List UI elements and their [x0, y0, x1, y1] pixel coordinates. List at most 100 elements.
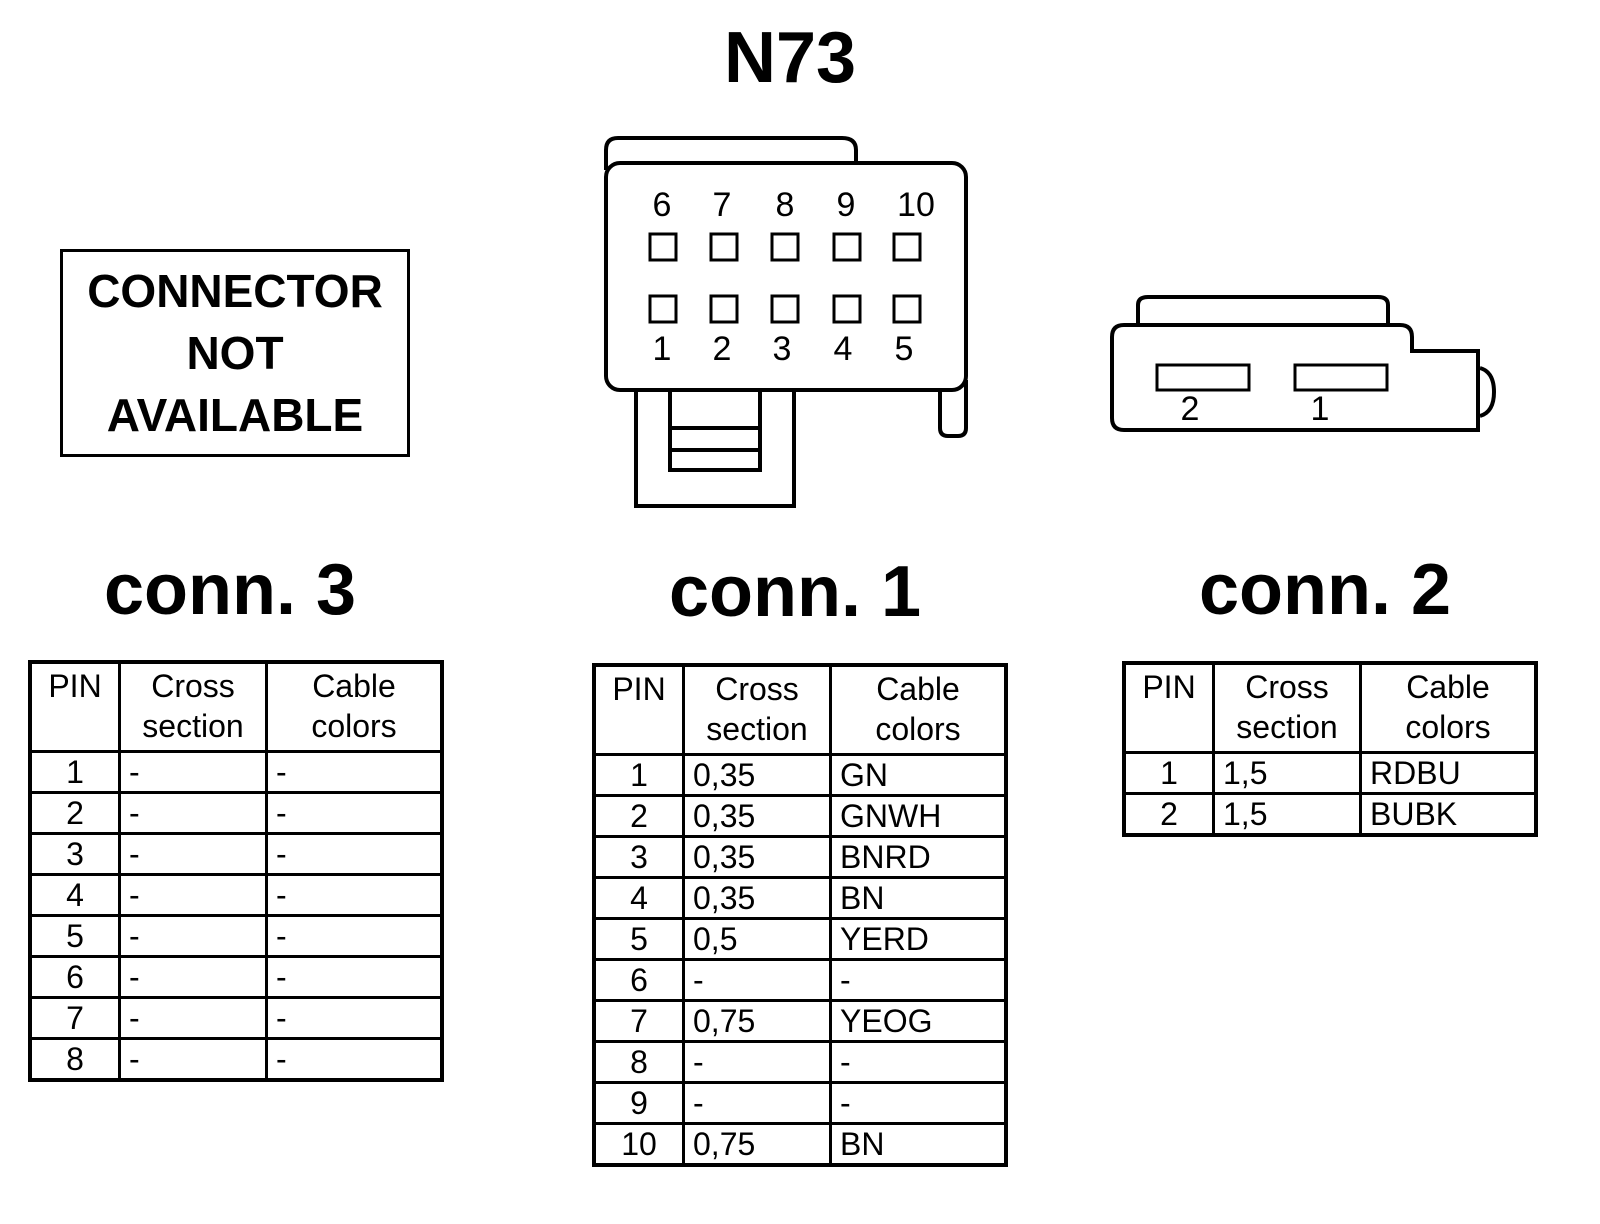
header-pin: PIN — [1122, 661, 1215, 754]
pin-cell: 2 — [1122, 792, 1215, 837]
pin-cell: 4 — [592, 876, 685, 920]
cross-section-cell: - — [118, 955, 268, 999]
cable-color-cell: - — [829, 1040, 1008, 1084]
cable-color-cell: - — [265, 1037, 444, 1082]
conn1-pin-top-2: 7 — [713, 186, 732, 224]
table-row: 7-- — [28, 996, 444, 1040]
cross-section-cell: - — [118, 1037, 268, 1082]
cable-color-cell: - — [829, 1081, 1008, 1125]
pin-cell: 2 — [28, 791, 121, 835]
conn2-pin-numbers: 2 1 — [1181, 390, 1330, 428]
cable-color-cell: - — [829, 958, 1008, 1002]
connector-not-available-box: CONNECTOR NOT AVAILABLE — [60, 249, 410, 457]
pin-cell: 6 — [592, 958, 685, 1002]
pin-cell: 1 — [28, 750, 121, 794]
conn1-pin-squares — [648, 232, 922, 324]
pin-cell: 6 — [28, 955, 121, 999]
cross-section-cell: - — [682, 958, 832, 1002]
table-row: 5-- — [28, 914, 444, 958]
cable-color-cell: - — [265, 914, 444, 958]
table-header-row: PIN Cross section Cable colors — [592, 663, 1008, 756]
cross-section-cell: 0,35 — [682, 753, 832, 797]
conn1-pin-top-3: 8 — [776, 186, 795, 224]
pin-cell: 1 — [1122, 751, 1215, 795]
cable-color-cell: GNWH — [829, 794, 1008, 838]
cross-section-cell: - — [118, 996, 268, 1040]
cable-color-cell: - — [265, 832, 444, 876]
conn2-pin-a: 2 — [1181, 390, 1200, 428]
conn1-pin-top-1: 6 — [653, 186, 672, 224]
header-cross-section-text: section — [706, 711, 808, 747]
header-pin: PIN — [592, 663, 685, 756]
cable-color-cell: GN — [829, 753, 1008, 797]
conn2-label: conn. 2 — [1198, 550, 1452, 630]
cross-section-cell: 0,75 — [682, 999, 832, 1043]
table-row: 8-- — [592, 1040, 1008, 1084]
header-pin: PIN — [28, 660, 121, 753]
header-cable-colors-text: Cable — [312, 668, 396, 704]
header-cable-colors-text: colors — [1405, 709, 1491, 745]
cable-color-cell: - — [265, 955, 444, 999]
header-cable-colors-text: colors — [875, 711, 961, 747]
header-cross-section-text: Cross — [151, 668, 235, 704]
cable-color-cell: BUBK — [1359, 792, 1538, 837]
header-cross-section-text: Cross — [715, 671, 799, 707]
header-cable-colors-text: Cable — [1406, 669, 1490, 705]
conn1-pin-bottom-2: 2 — [713, 330, 732, 368]
cross-section-cell: 1,5 — [1212, 751, 1362, 795]
cable-color-cell: BNRD — [829, 835, 1008, 879]
pin-cell: 1 — [592, 753, 685, 797]
table-row: 8-- — [28, 1037, 444, 1082]
cross-section-cell: 1,5 — [1212, 792, 1362, 837]
pin-cell: 5 — [28, 914, 121, 958]
header-pin-text: PIN — [612, 671, 666, 707]
page-title: N73 — [723, 18, 857, 98]
table-row: 3-- — [28, 832, 444, 876]
cable-color-cell: - — [265, 996, 444, 1040]
header-cable-colors: Cable colors — [1359, 661, 1538, 754]
cross-section-cell: - — [118, 750, 268, 794]
pin-cell: 7 — [592, 999, 685, 1043]
conn1-pin-top-5: 10 — [897, 186, 935, 224]
conn3-label: conn. 3 — [103, 550, 357, 630]
conn2-pin-b: 1 — [1311, 390, 1330, 428]
conn1-drawing — [604, 136, 968, 508]
na-line-2: NOT — [186, 327, 284, 379]
cable-color-cell: - — [265, 873, 444, 917]
conn1-pin-numbers: 6 7 8 9 10 1 2 3 4 5 — [653, 186, 935, 368]
conn1-pin-bottom-1: 1 — [653, 330, 672, 368]
cable-color-cell: - — [265, 750, 444, 794]
conn1-pin-bottom-3: 3 — [773, 330, 792, 368]
pin-cell: 7 — [28, 996, 121, 1040]
table-row: 9-- — [592, 1081, 1008, 1125]
cross-section-cell: - — [118, 873, 268, 917]
cross-section-cell: - — [118, 791, 268, 835]
pin-cell: 3 — [592, 835, 685, 879]
cross-section-cell: - — [118, 832, 268, 876]
cross-section-cell: - — [682, 1040, 832, 1084]
table-row: 6-- — [592, 958, 1008, 1002]
cable-color-cell: BN — [829, 876, 1008, 920]
cable-color-cell: - — [265, 791, 444, 835]
cable-color-cell: BN — [829, 1122, 1008, 1167]
cross-section-cell: 0,35 — [682, 794, 832, 838]
cable-color-cell: RDBU — [1359, 751, 1538, 795]
header-cable-colors: Cable colors — [829, 663, 1008, 756]
cable-color-cell: YERD — [829, 917, 1008, 961]
header-cross-section-text: section — [1236, 709, 1338, 745]
header-pin-text: PIN — [1142, 669, 1196, 705]
header-cable-colors-text: Cable — [876, 671, 960, 707]
